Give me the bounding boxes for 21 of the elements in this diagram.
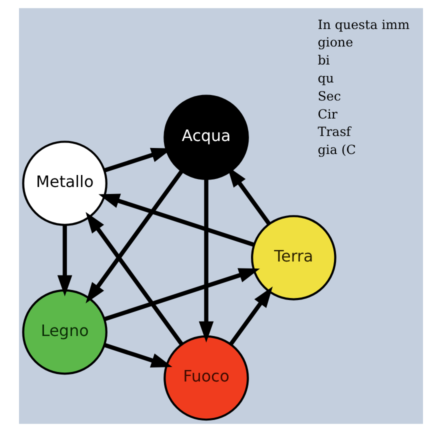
arrow bbox=[103, 342, 172, 368]
node-circle: Legno bbox=[22, 289, 107, 375]
label: Cir bbox=[317, 106, 337, 122]
label: Trasf bbox=[317, 124, 350, 140]
node-circle: Terra bbox=[250, 215, 336, 300]
arrow bbox=[228, 286, 272, 346]
arrow bbox=[85, 212, 183, 346]
arrow bbox=[198, 179, 214, 342]
arrow bbox=[98, 194, 254, 247]
label: qu bbox=[317, 70, 334, 86]
arrow bbox=[104, 268, 260, 322]
node-circle: Fuoco bbox=[163, 335, 248, 421]
label: gia (C bbox=[317, 142, 356, 158]
arrow bbox=[56, 225, 72, 296]
label: Sec bbox=[317, 88, 340, 104]
label: In questa imm bbox=[317, 16, 410, 32]
node-circle: Acqua bbox=[163, 94, 248, 180]
label: gione bbox=[317, 34, 353, 50]
node-circle: Metallo bbox=[22, 140, 107, 226]
label: bi bbox=[317, 52, 330, 68]
arrow bbox=[85, 170, 183, 304]
